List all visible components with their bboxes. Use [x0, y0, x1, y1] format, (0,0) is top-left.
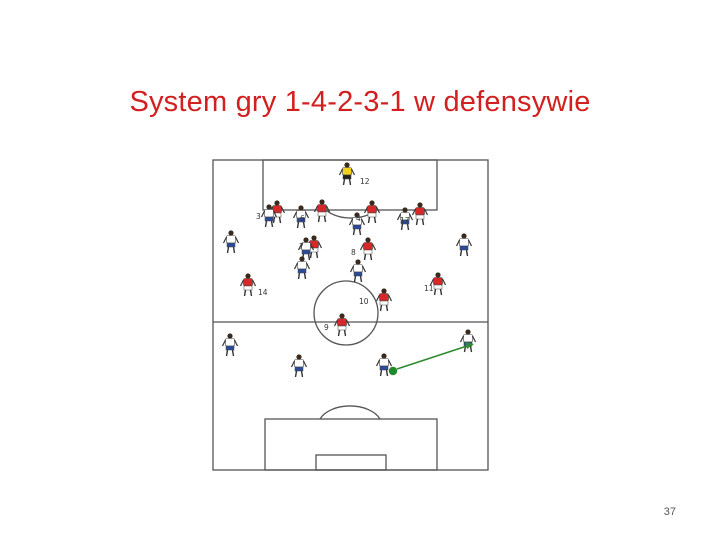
defender-icon — [363, 200, 381, 224]
attacker-icon — [292, 205, 310, 229]
attacker-icon — [290, 354, 308, 378]
defender-icon — [429, 272, 447, 296]
defender-icon — [375, 288, 393, 312]
defender-icon — [333, 313, 351, 337]
pitch-markings — [212, 159, 489, 471]
jersey-label-9: 9 — [324, 323, 329, 332]
attacker-icon — [375, 353, 393, 377]
attacker-icon — [396, 207, 414, 231]
bottom-penalty-box — [264, 418, 438, 471]
center-circle — [313, 280, 379, 346]
attacker-icon — [221, 333, 239, 357]
defender-icon — [359, 237, 377, 261]
jersey-label-6: 6 — [300, 214, 305, 223]
attacker-icon — [293, 256, 311, 280]
page-number: 37 — [663, 506, 676, 518]
jersey-labels: 12 3 6 4 17 7 8 14 11 10 9 — [256, 177, 434, 332]
jersey-label-11: 11 — [424, 284, 434, 293]
attacker-icon — [459, 329, 477, 353]
tactics-diagram: 12 3 6 4 17 7 8 14 11 10 9 — [210, 157, 492, 472]
slide-title: System gry 1-4-2-3-1 w defensywie — [129, 86, 591, 118]
defender-icon — [411, 202, 429, 226]
attacker-icon — [260, 204, 278, 228]
attacker-icon — [455, 233, 473, 257]
defender-icon — [313, 199, 331, 223]
top-penalty-box — [262, 159, 438, 211]
goalkeeper-icon — [338, 162, 356, 186]
attacker-icon — [349, 259, 367, 283]
defender-icon — [239, 273, 257, 297]
football-pitch: 12 3 6 4 17 7 8 14 11 10 9 — [212, 159, 489, 471]
pass-arrow-icon — [396, 342, 474, 370]
players-layer — [221, 162, 477, 378]
jersey-label-17: 17 — [400, 216, 410, 225]
jersey-label-10: 10 — [359, 297, 369, 306]
bottom-penalty-arc — [319, 405, 381, 420]
ball-icon — [388, 366, 398, 376]
attacker-icon — [297, 237, 315, 261]
bottom-goal-area — [315, 454, 387, 471]
jersey-label-3: 3 — [256, 212, 261, 221]
attacker-icon — [222, 230, 240, 254]
jersey-label-14: 14 — [258, 288, 268, 297]
jersey-label-8: 8 — [351, 248, 356, 257]
jersey-label-7: 7 — [299, 242, 304, 251]
jersey-label-12: 12 — [360, 177, 370, 186]
jersey-label-4: 4 — [356, 214, 361, 223]
attacker-icon — [348, 212, 366, 236]
pitch-boundary — [212, 159, 489, 471]
